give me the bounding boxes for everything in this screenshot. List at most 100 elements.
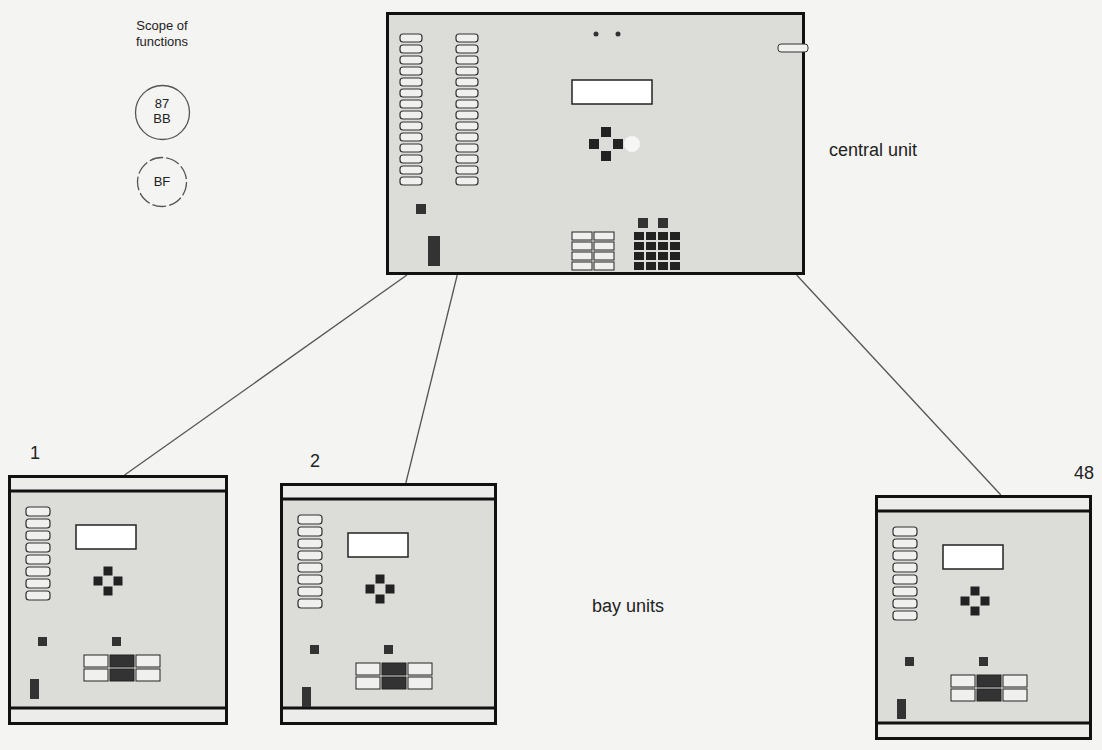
device-detail [114, 577, 123, 586]
node-outline [875, 495, 1092, 740]
device-detail [112, 637, 121, 646]
led-label [893, 551, 917, 560]
led-label [893, 575, 917, 584]
led-label [400, 100, 422, 108]
led-label [456, 144, 478, 152]
led-label [400, 133, 422, 141]
device-detail [981, 597, 990, 606]
led-label [400, 177, 422, 185]
led-label [893, 539, 917, 548]
key [634, 232, 644, 240]
led-label [456, 67, 478, 75]
led-label [456, 133, 478, 141]
key [1003, 689, 1027, 701]
led-label [456, 177, 478, 185]
led-label [298, 599, 322, 608]
led-label [26, 555, 50, 564]
led-label [26, 531, 50, 540]
device-detail [979, 657, 988, 666]
device-detail [94, 577, 103, 586]
node-outline [386, 12, 805, 275]
led-label [456, 155, 478, 163]
key [670, 242, 680, 250]
led-label [400, 56, 422, 64]
key [670, 252, 680, 260]
bay-unit-device: 48 [875, 495, 1092, 740]
device-detail [778, 44, 808, 52]
led-label [400, 122, 422, 130]
scope-heading: Scope of functions [118, 18, 206, 49]
led-label [26, 519, 50, 528]
device-detail [104, 567, 113, 576]
connector [125, 275, 407, 475]
key [646, 252, 656, 260]
led-label [298, 515, 322, 524]
key [646, 242, 656, 250]
key [572, 252, 592, 260]
device-detail [624, 136, 640, 152]
key [408, 677, 432, 689]
device-detail [283, 486, 494, 498]
bay-unit-device: 2 [280, 483, 497, 725]
device-detail [30, 679, 39, 699]
led-label [26, 579, 50, 588]
led-label [456, 166, 478, 174]
led-label [456, 89, 478, 97]
display [572, 80, 652, 104]
led-label [456, 56, 478, 64]
device-detail [366, 585, 375, 594]
device-detail [376, 575, 385, 584]
connector [797, 275, 1001, 495]
function-circle: BF [136, 156, 188, 208]
key [977, 689, 1001, 701]
key [382, 663, 406, 675]
led-label [893, 563, 917, 572]
led-label [456, 100, 478, 108]
key [356, 677, 380, 689]
key [382, 677, 406, 689]
key [594, 242, 614, 250]
key [136, 669, 160, 681]
callout-number: 2 [310, 451, 320, 472]
node-outline [8, 475, 228, 725]
key [658, 252, 668, 260]
display [943, 545, 1003, 569]
key [110, 669, 134, 681]
callout-number: 48 [1074, 463, 1094, 484]
device-detail [613, 139, 623, 149]
key [977, 675, 1001, 687]
device-detail [11, 709, 225, 722]
led-label [26, 507, 50, 516]
display [348, 533, 408, 557]
led-label [26, 567, 50, 576]
key [646, 232, 656, 240]
key [136, 655, 160, 667]
device-detail [877, 722, 1090, 725]
group-label: bay units [592, 596, 664, 617]
device-detail [416, 204, 426, 214]
key [594, 232, 614, 240]
function-code: BF [154, 175, 171, 190]
led-label [400, 166, 422, 174]
callout-number: 1 [30, 443, 40, 464]
key [634, 242, 644, 250]
key [951, 675, 975, 687]
display [76, 525, 136, 549]
device-detail [310, 645, 319, 654]
led-label [893, 587, 917, 596]
device-detail [905, 657, 914, 666]
key [658, 232, 668, 240]
led-label [400, 67, 422, 75]
led-label [893, 611, 917, 620]
device-detail [877, 510, 1090, 513]
led-label [400, 78, 422, 86]
led-label [298, 539, 322, 548]
led-label [26, 543, 50, 552]
key [670, 232, 680, 240]
device-detail [376, 595, 385, 604]
key [634, 252, 644, 260]
node-outline [280, 483, 497, 725]
key [110, 655, 134, 667]
device-detail [589, 139, 599, 149]
